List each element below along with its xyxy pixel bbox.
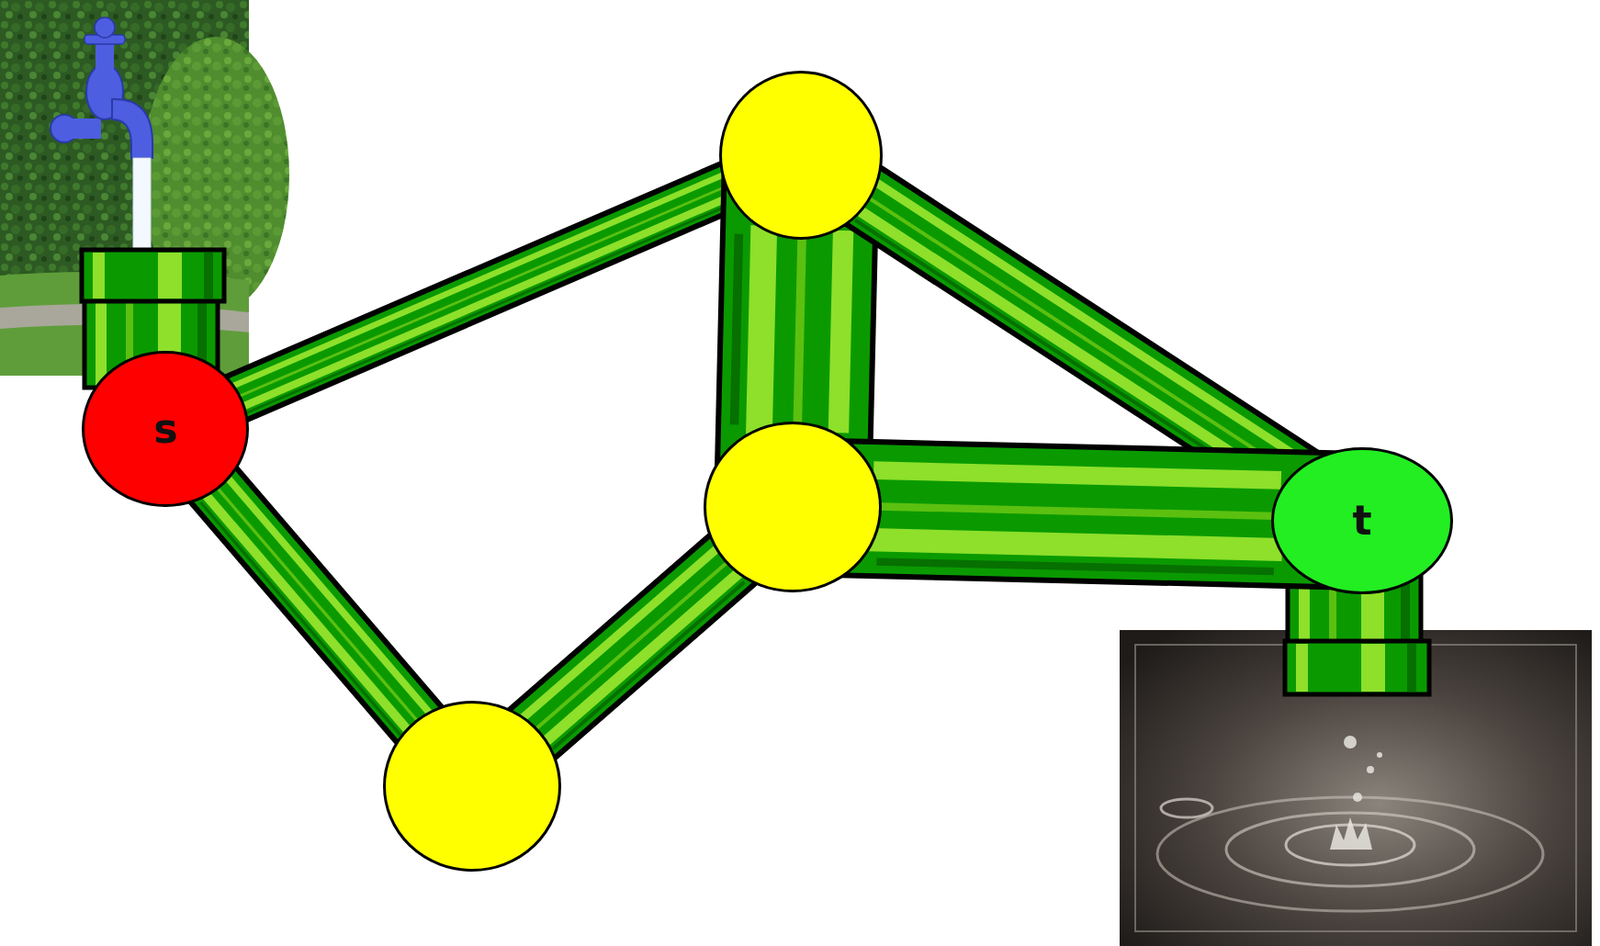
- pipe-body: [241, 187, 726, 396]
- node-texts: [383, 700, 562, 872]
- water-picture: [1119, 630, 1592, 946]
- node-label: s: [153, 406, 178, 451]
- faucet-stem: [95, 41, 114, 79]
- pipe-stripe: [880, 562, 1271, 572]
- faucet-knob: [94, 17, 115, 38]
- pipe-stripe: [1295, 643, 1308, 692]
- node-outline: [719, 70, 883, 240]
- pipe-stripe: [547, 574, 736, 740]
- node-ellipse: [1273, 449, 1453, 594]
- pipe-stripe: [734, 237, 740, 420]
- pipe-stripe: [218, 489, 417, 721]
- node-ellipse: [705, 423, 881, 592]
- droplet: [1343, 735, 1357, 749]
- pipe-stripe: [880, 540, 1271, 550]
- pipe-stripe: [879, 184, 1302, 460]
- pipe-outline: [538, 564, 727, 730]
- droplet: [1376, 752, 1383, 758]
- pipe: [236, 176, 733, 413]
- pipe-stripe: [537, 563, 726, 729]
- node-outline: [383, 700, 562, 872]
- node-texts: s: [81, 350, 249, 508]
- pipe-stripe: [870, 199, 1293, 474]
- node-ellipse: [83, 352, 248, 507]
- pipe-outline: [217, 489, 416, 721]
- pipe-body: [217, 489, 416, 721]
- pipe-stripe: [236, 176, 721, 385]
- pipe-body: [538, 564, 727, 730]
- junction-node: [719, 70, 883, 240]
- pipe-stripe: [208, 497, 406, 729]
- pipe-stripe: [245, 197, 730, 406]
- pipe-stripe: [882, 470, 1273, 480]
- pipe-stripe: [759, 238, 765, 421]
- pipe-stripe: [95, 297, 107, 386]
- water: [1119, 630, 1592, 946]
- source-node: s: [81, 350, 249, 508]
- node-label: t: [1352, 498, 1372, 543]
- pipe: [880, 470, 1273, 572]
- pipe-rim: [1284, 641, 1430, 695]
- pipe-stripe: [247, 203, 733, 413]
- bubble: [1160, 799, 1213, 818]
- ripple: [1226, 812, 1475, 887]
- node-texts: [703, 421, 882, 593]
- pipe-stripe: [838, 240, 844, 423]
- water-stream: [133, 157, 151, 250]
- node-texts: [719, 70, 883, 240]
- junction-node: [383, 700, 562, 872]
- pipe-stripe: [203, 252, 214, 299]
- pipe-stripe: [1361, 643, 1386, 692]
- pipe: [202, 479, 429, 734]
- pipe-stripe: [1407, 643, 1417, 692]
- pipe-stripe: [229, 479, 428, 710]
- node-ellipse: [721, 72, 882, 239]
- pipe-outline: [241, 187, 726, 396]
- droplet: [1366, 766, 1375, 774]
- node-ellipse: [384, 702, 561, 871]
- pipe-stripe: [881, 507, 1272, 517]
- pipe-stripe: [554, 583, 744, 748]
- pipe-stripe: [202, 503, 400, 734]
- junction-node: [703, 421, 882, 593]
- node-texts: t: [1271, 447, 1454, 595]
- ripple: [1157, 797, 1544, 912]
- droplet: [1352, 792, 1363, 802]
- node-outline: [703, 421, 882, 593]
- pipe-rim: [81, 249, 225, 302]
- splash: [1329, 817, 1373, 850]
- pipe-stripe: [797, 239, 802, 422]
- pipe: [526, 551, 744, 748]
- pipe: [734, 237, 844, 423]
- sink-node: t: [1271, 447, 1454, 595]
- pipe-stripe: [240, 187, 725, 396]
- pipe-stripe: [157, 252, 182, 299]
- pipe-stripe: [92, 252, 105, 299]
- faucet-arm: [64, 118, 102, 139]
- faucet-spout: [112, 99, 153, 158]
